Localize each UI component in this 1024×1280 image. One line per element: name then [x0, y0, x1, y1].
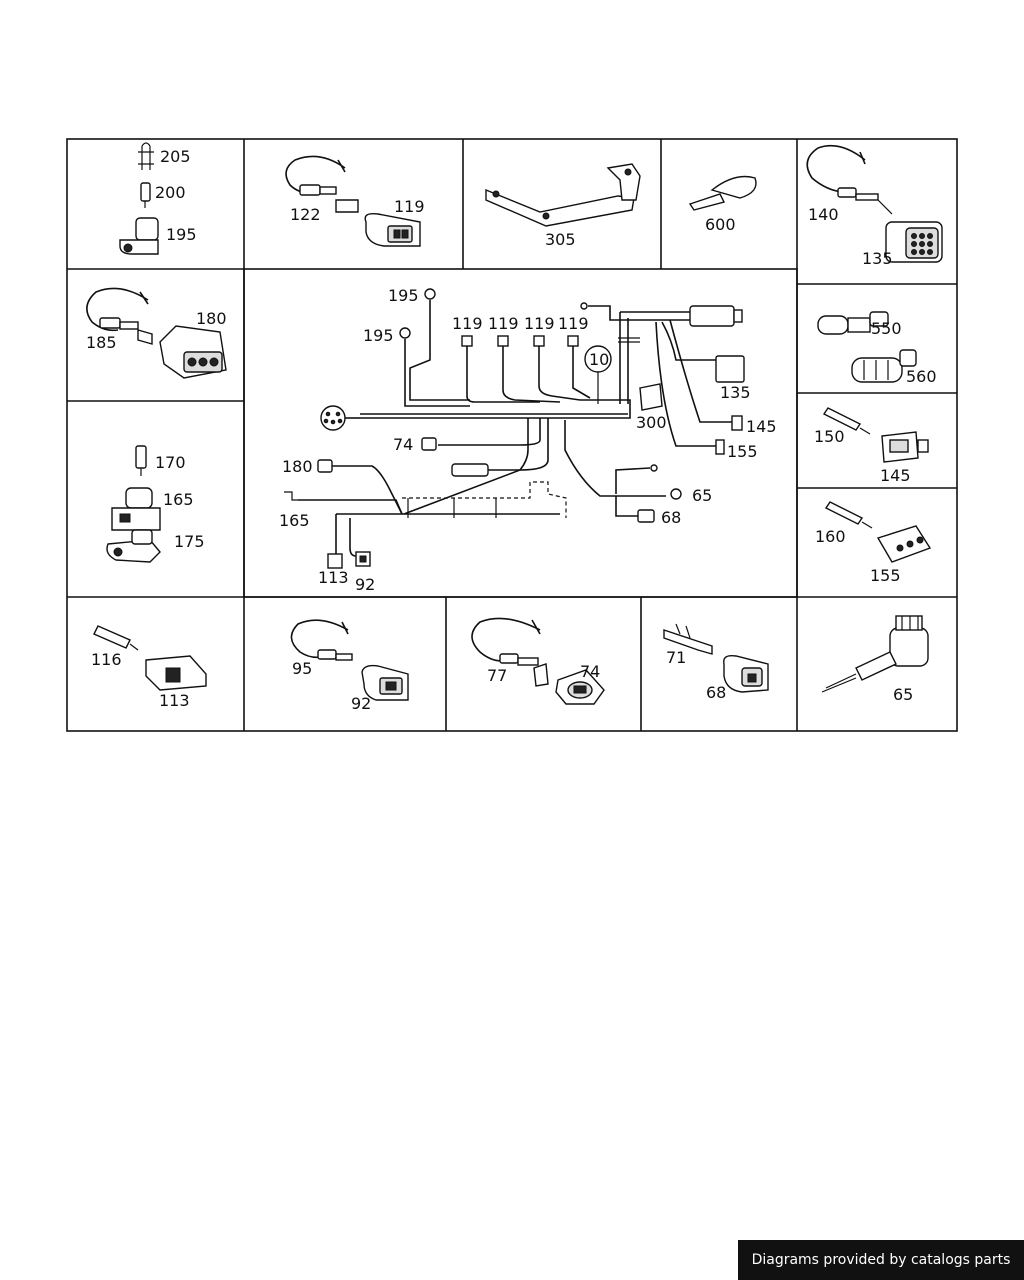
terminal-71-illustration: [663, 623, 713, 655]
callout-150: 150: [814, 427, 845, 446]
bracket-305-illustration: [485, 163, 641, 227]
connector-74-illustration: [555, 669, 605, 705]
panel-grid: [66, 138, 958, 732]
connector-145-illustration: [881, 431, 929, 463]
callout-68: 68: [706, 683, 726, 702]
callout-195-eyelet-top: 195: [388, 286, 419, 305]
connector-119-illustration: [364, 212, 421, 247]
panel-205-200-195: 205 200 195: [119, 142, 197, 255]
callout-65: 65: [893, 685, 913, 704]
callout-74-center: 74: [393, 435, 413, 454]
connector-92-illustration: [361, 664, 409, 701]
callout-119: 119: [394, 197, 425, 216]
connector-180-illustration: [159, 325, 227, 379]
callout-65-center: 65: [692, 486, 712, 505]
callout-165: 165: [163, 490, 194, 509]
panel-71-68: 71 68: [663, 623, 769, 702]
callout-119-lead-3: 119: [524, 314, 555, 333]
callout-200: 200: [155, 183, 186, 202]
connector-175-illustration: [106, 529, 161, 563]
panel-122-119: 122 119: [285, 155, 425, 247]
connector-68-illustration: [723, 654, 769, 693]
callout-185: 185: [86, 333, 117, 352]
main-harness-panel: [284, 288, 745, 569]
sleeve-560-illustration: [851, 349, 917, 383]
footer-text: Diagrams provided by catalogs parts: [751, 1252, 1011, 1268]
callout-155: 155: [870, 566, 901, 585]
connector-135-illustration: [885, 221, 943, 263]
callout-135: 135: [862, 249, 893, 268]
panel-65: 65: [821, 615, 929, 704]
callout-119-lead-2: 119: [488, 314, 519, 333]
sensor-65-illustration: [821, 615, 929, 693]
terminal-122-illustration: [299, 184, 359, 213]
callout-74: 74: [580, 662, 600, 681]
panel-305: 305: [485, 163, 641, 249]
callout-180: 180: [196, 309, 227, 328]
callout-160: 160: [815, 527, 846, 546]
callout-300: 300: [636, 413, 667, 432]
callout-113: 113: [159, 691, 190, 710]
callout-77: 77: [487, 666, 507, 685]
connector-195-illustration: [119, 217, 159, 255]
callout-135-center: 135: [720, 383, 751, 402]
connector-155-illustration: [876, 525, 932, 563]
callout-170: 170: [155, 453, 186, 472]
terminal-77-illustration: [499, 653, 549, 687]
callout-155-center: 155: [727, 442, 758, 461]
round-connector-illustration: [320, 405, 360, 431]
panel-116-113: 116 113: [91, 625, 207, 710]
terminal-140-illustration: [837, 187, 893, 215]
panel-185-180: 180 185: [86, 287, 227, 379]
footer-banner: Diagrams provided by catalogs parts: [738, 1240, 1024, 1280]
panel-95-92: 95 92: [290, 619, 409, 713]
callout-92-center: 92: [355, 575, 375, 594]
panel-160-155: 160 155: [815, 501, 932, 585]
callout-165-center: 165: [279, 511, 310, 530]
panel-170-165-175: 170 165 175: [106, 445, 205, 563]
callout-205: 205: [160, 147, 191, 166]
pin-150-illustration: [822, 407, 871, 435]
callout-195: 195: [166, 225, 197, 244]
callout-119-lead-4: 119: [558, 314, 589, 333]
cable-tie-600-illustration: [688, 175, 757, 211]
injector-leads-119: [461, 335, 591, 403]
callout-119-lead-1: 119: [452, 314, 483, 333]
pin-160-illustration: [824, 501, 873, 529]
panel-550-560: 550 560: [817, 311, 937, 386]
pin-170-illustration: [135, 445, 147, 476]
callout-145-center: 145: [746, 417, 777, 436]
panel-600: 600: [688, 175, 757, 234]
callout-122: 122: [290, 205, 321, 224]
connector-113-illustration: [145, 655, 207, 691]
panel-140-135: 140 135: [806, 144, 943, 268]
callout-71: 71: [666, 648, 686, 667]
callout-145: 145: [880, 466, 911, 485]
callout-10: 10: [589, 350, 609, 369]
panel-77-74: 77 74: [471, 617, 605, 705]
callout-68-center: 68: [661, 508, 681, 527]
callout-560: 560: [906, 367, 937, 386]
sleeve-550-illustration: [817, 311, 889, 335]
pin-200-illustration: [140, 182, 151, 208]
panel-150-145: 150 145: [814, 407, 929, 485]
callout-92: 92: [351, 694, 371, 713]
connector-165-illustration: [111, 487, 161, 531]
clip-205-illustration: [138, 142, 154, 170]
callout-305: 305: [545, 230, 576, 249]
callout-550: 550: [871, 319, 902, 338]
pin-116-illustration: [93, 625, 139, 651]
callout-95: 95: [292, 659, 312, 678]
callout-600: 600: [705, 215, 736, 234]
terminal-95-illustration: [317, 649, 353, 661]
callout-116: 116: [91, 650, 122, 669]
terminal-185-illustration: [99, 317, 153, 345]
callout-175: 175: [174, 532, 205, 551]
callout-140: 140: [808, 205, 839, 224]
callout-113-center: 113: [318, 568, 349, 587]
callout-195-eyelet-left: 195: [363, 326, 394, 345]
callout-180-center: 180: [282, 457, 313, 476]
